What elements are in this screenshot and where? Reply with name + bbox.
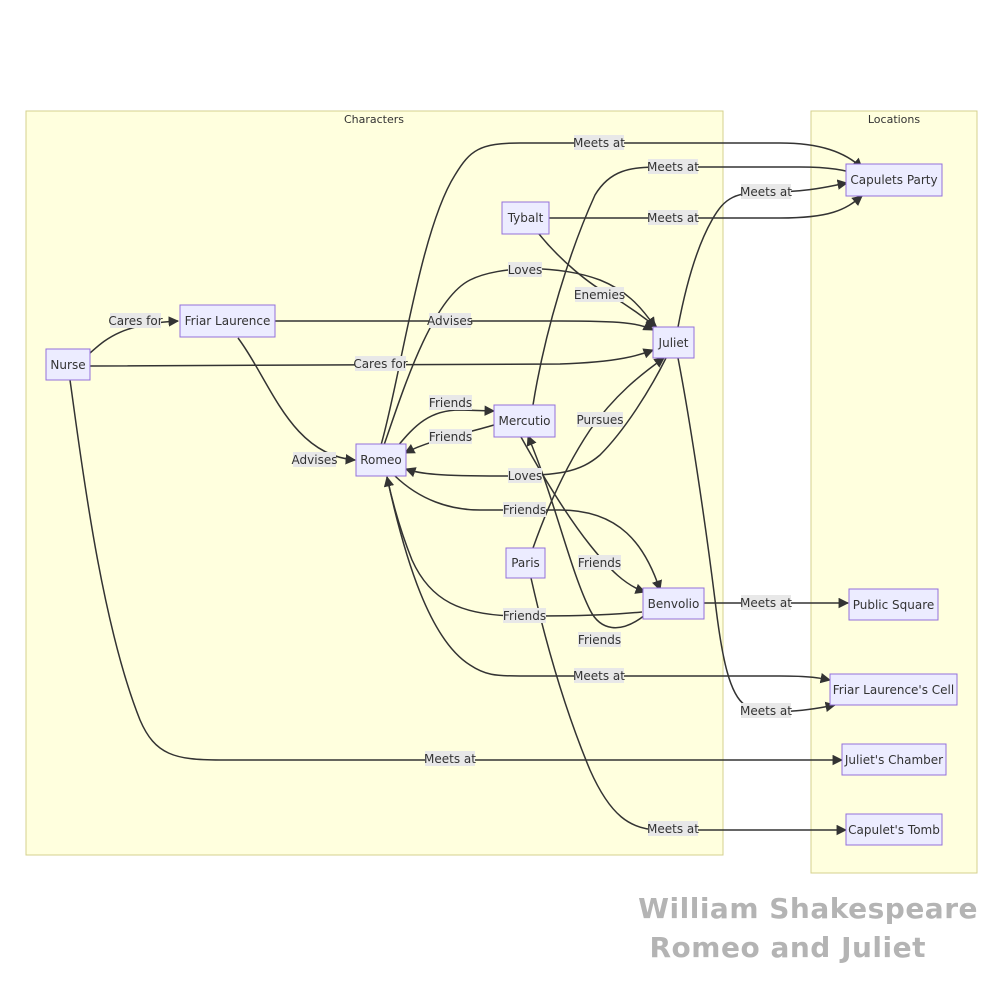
edge-mercutio-party: [532, 166, 861, 406]
watermark-work: Romeo and Juliet: [649, 931, 926, 964]
label-juliet-romeo: Loves: [508, 468, 543, 483]
svg-text:Meets at: Meets at: [740, 704, 792, 718]
svg-text:Enemies: Enemies: [574, 288, 625, 302]
label-romeo-mercutio: Friends: [429, 395, 472, 410]
label-benvolio-square: Meets at: [740, 595, 792, 610]
label-romeo-cell: Meets at: [573, 668, 625, 683]
edge-romeo-party: [380, 142, 863, 446]
label-romeo-party: Meets at: [573, 135, 625, 150]
node-paris[interactable]: Paris: [505, 547, 546, 579]
label-mercutio-party: Meets at: [647, 159, 699, 174]
svg-text:Friends: Friends: [429, 430, 472, 444]
node-romeo[interactable]: Romeo: [355, 443, 407, 477]
label-benvolio-romeo: Friends: [503, 608, 546, 623]
svg-text:Meets at: Meets at: [573, 136, 625, 150]
svg-text:Paris: Paris: [511, 556, 540, 570]
svg-text:Mercutio: Mercutio: [499, 414, 551, 428]
svg-text:Meets at: Meets at: [647, 160, 699, 174]
edge-juliet-romeo: [405, 357, 667, 478]
svg-text:Capulets Party: Capulets Party: [850, 173, 937, 187]
node-friar-laurence[interactable]: Friar Laurence: [179, 304, 276, 338]
label-juliet-party: Meets at: [740, 184, 792, 199]
svg-text:Benvolio: Benvolio: [648, 597, 700, 611]
svg-text:Capulet's Tomb: Capulet's Tomb: [848, 823, 940, 837]
node-tybalt[interactable]: Tybalt: [501, 201, 550, 235]
svg-text:Cares for: Cares for: [353, 357, 407, 371]
svg-text:Meets at: Meets at: [573, 669, 625, 683]
svg-text:Friar Laurence's Cell: Friar Laurence's Cell: [833, 683, 954, 697]
edge-romeo-benvolio: [394, 475, 662, 591]
label-romeo-benvolio: Friends: [503, 502, 546, 517]
edge-nurse-juliet: [89, 348, 654, 367]
svg-text:Juliet: Juliet: [658, 336, 689, 350]
label-nurse-friar: Cares for: [108, 313, 163, 328]
characters-cluster-title: Characters: [344, 113, 404, 126]
svg-text:Tybalt: Tybalt: [507, 211, 544, 225]
edge-paris-tomb: [530, 577, 848, 836]
node-nurse[interactable]: Nurse: [45, 348, 91, 381]
label-romeo-juliet-loves: Loves: [508, 262, 543, 277]
label-paris-tomb: Meets at: [647, 821, 699, 836]
svg-text:Nurse: Nurse: [50, 358, 85, 372]
svg-text:Meets at: Meets at: [740, 596, 792, 610]
edge-nurse-friar: [89, 316, 180, 354]
characters-cluster: Characters: [25, 110, 724, 856]
label-mercutio-benvolio: Friends: [578, 555, 621, 570]
svg-text:Pursues: Pursues: [576, 413, 623, 427]
svg-text:Loves: Loves: [508, 263, 543, 277]
label-benvolio-mercutio: Friends: [578, 632, 621, 647]
svg-text:Friends: Friends: [503, 609, 546, 623]
edge-juliet-party: [677, 179, 849, 328]
label-tybalt-party: Meets at: [647, 210, 699, 225]
label-mercutio-romeo: Friends: [429, 429, 472, 444]
label-paris-juliet: Pursues: [576, 412, 624, 427]
edge-tybalt-party: [549, 195, 863, 219]
svg-text:Friends: Friends: [429, 396, 472, 410]
node-capulets-party[interactable]: Capulets Party: [845, 163, 943, 197]
label-nurse-chamber: Meets at: [424, 751, 476, 766]
svg-text:Advises: Advises: [427, 314, 473, 328]
edge-nurse-chamber: [69, 379, 844, 766]
locations-cluster-title: Locations: [868, 113, 921, 126]
node-friar-laurences-cell[interactable]: Friar Laurence's Cell: [829, 673, 958, 706]
node-juliets-chamber[interactable]: Juliet's Chamber: [841, 743, 947, 776]
svg-text:Friends: Friends: [503, 503, 546, 517]
edge-benvolio-romeo: [383, 475, 643, 617]
node-juliet[interactable]: Juliet: [652, 326, 695, 359]
svg-text:Meets at: Meets at: [647, 211, 699, 225]
label-juliet-cell: Meets at: [740, 703, 792, 718]
edge-benvolio-mercutio: [526, 435, 646, 629]
edge-paris-juliet: [532, 357, 665, 549]
svg-text:Romeo: Romeo: [360, 453, 402, 467]
node-benvolio[interactable]: Benvolio: [642, 587, 705, 620]
node-capulets-tomb[interactable]: Capulet's Tomb: [845, 813, 943, 846]
svg-text:Meets at: Meets at: [424, 752, 476, 766]
svg-text:Advises: Advises: [292, 453, 338, 467]
svg-text:Public Square: Public Square: [853, 598, 935, 612]
label-nurse-juliet: Cares for: [353, 356, 408, 371]
svg-text:Meets at: Meets at: [647, 822, 699, 836]
svg-text:Loves: Loves: [508, 469, 543, 483]
svg-text:Juliet's Chamber: Juliet's Chamber: [844, 753, 943, 767]
edge-romeo-mercutio: [396, 405, 496, 448]
label-tybalt-juliet: Enemies: [574, 287, 625, 302]
label-friar-juliet: Advises: [427, 313, 473, 328]
edge-romeo-cell: [386, 476, 832, 684]
svg-text:Friends: Friends: [578, 556, 621, 570]
svg-text:Friar Laurence: Friar Laurence: [185, 314, 271, 328]
watermark-author: William Shakespeare: [638, 892, 978, 925]
node-mercutio[interactable]: Mercutio: [493, 404, 556, 438]
node-public-square[interactable]: Public Square: [848, 588, 939, 621]
svg-text:Cares for: Cares for: [108, 314, 162, 328]
svg-text:Friends: Friends: [578, 633, 621, 647]
label-friar-romeo: Advises: [292, 452, 338, 467]
svg-text:Meets at: Meets at: [740, 185, 792, 199]
